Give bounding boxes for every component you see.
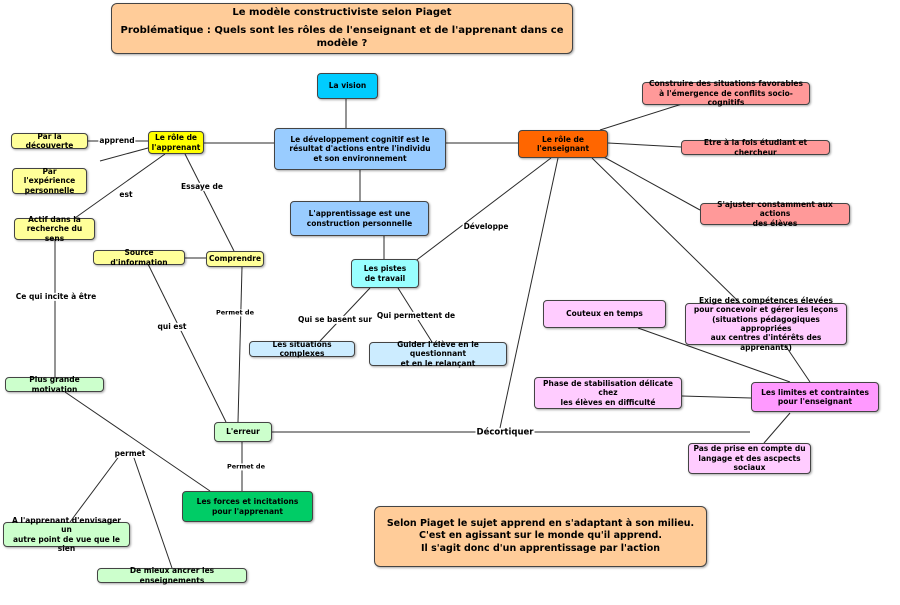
link-permet-de-2: Permet de xyxy=(226,462,266,471)
node-par-experience: Par l'expérience personnelle xyxy=(12,167,87,195)
link-qui-se-basent: Qui se basent sur xyxy=(296,314,374,325)
node-prise-en-compte: Pas de prise en compte du langage et des… xyxy=(688,443,811,474)
node-situations-complexes: Les situations complexes xyxy=(249,340,355,358)
node-forces: Les forces et incitations pour l'apprena… xyxy=(182,491,313,522)
node-ajuster: S'ajuster constamment aux actions des él… xyxy=(700,200,850,228)
node-role-apprenant: Le rôle de l'apprenant xyxy=(148,131,204,154)
node-exige: Exige des compétences élevées pour conce… xyxy=(685,296,847,352)
header-box: Le modèle constructiviste selon Piaget P… xyxy=(111,3,573,54)
node-motivation: Plus grande motivation xyxy=(5,375,104,394)
link-permet-de-1: Permet de xyxy=(215,308,255,317)
link-decortiquer: Décortiquer xyxy=(475,427,535,438)
link-incite: Ce qui incite à être xyxy=(14,291,98,302)
node-comprendre: Comprendre xyxy=(206,251,264,267)
link-qui-permettent: Qui permettent de xyxy=(375,310,457,321)
link-permet: permet xyxy=(113,448,147,459)
node-limites: Les limites et contraintes pour l'enseig… xyxy=(751,382,879,412)
node-developpement-cognitif: Le développement cognitif est le résulta… xyxy=(274,128,446,170)
problematique: Problématique : Quels sont les rôles de … xyxy=(120,25,564,49)
node-pistes: Les pistes de travail xyxy=(351,259,419,288)
node-par-decouverte: Par la découverte xyxy=(11,132,88,150)
link-essaye-de: Essaye de xyxy=(180,181,224,192)
node-envisager: A l'apprenant d'envisager un autre point… xyxy=(3,516,130,553)
node-erreur: L'erreur xyxy=(214,422,272,442)
link-developpe: Développe xyxy=(462,221,510,232)
node-source-information: Source d'information xyxy=(93,248,185,267)
node-couteux: Couteux en temps xyxy=(543,300,666,328)
node-etudiant-chercheur: Etre à la fois étudiant et chercheur xyxy=(681,138,830,157)
conclusion-box: Selon Piaget le sujet apprend en s'adapt… xyxy=(374,506,707,567)
node-stabilisation: Phase de stabilisation délicate chez les… xyxy=(534,377,682,409)
link-est: est xyxy=(118,189,134,200)
diagram-title: Le modèle constructiviste selon Piaget xyxy=(232,6,452,18)
node-apprentissage: L'apprentissage est une construction per… xyxy=(290,201,429,236)
node-guider: Guider l'élève en le questionnant et en … xyxy=(369,340,507,368)
node-ancrer: De mieux ancrer les enseignements xyxy=(97,566,247,585)
link-qui-est: qui est xyxy=(156,321,188,332)
node-actif: Actif dans la recherche du sens xyxy=(14,215,95,243)
link-apprend: apprend xyxy=(98,135,136,146)
node-vision: La vision xyxy=(317,73,378,99)
node-role-enseignant: Le rôle de l'enseignant xyxy=(518,130,608,158)
node-construire: Construire des situations favorables à l… xyxy=(642,79,810,107)
